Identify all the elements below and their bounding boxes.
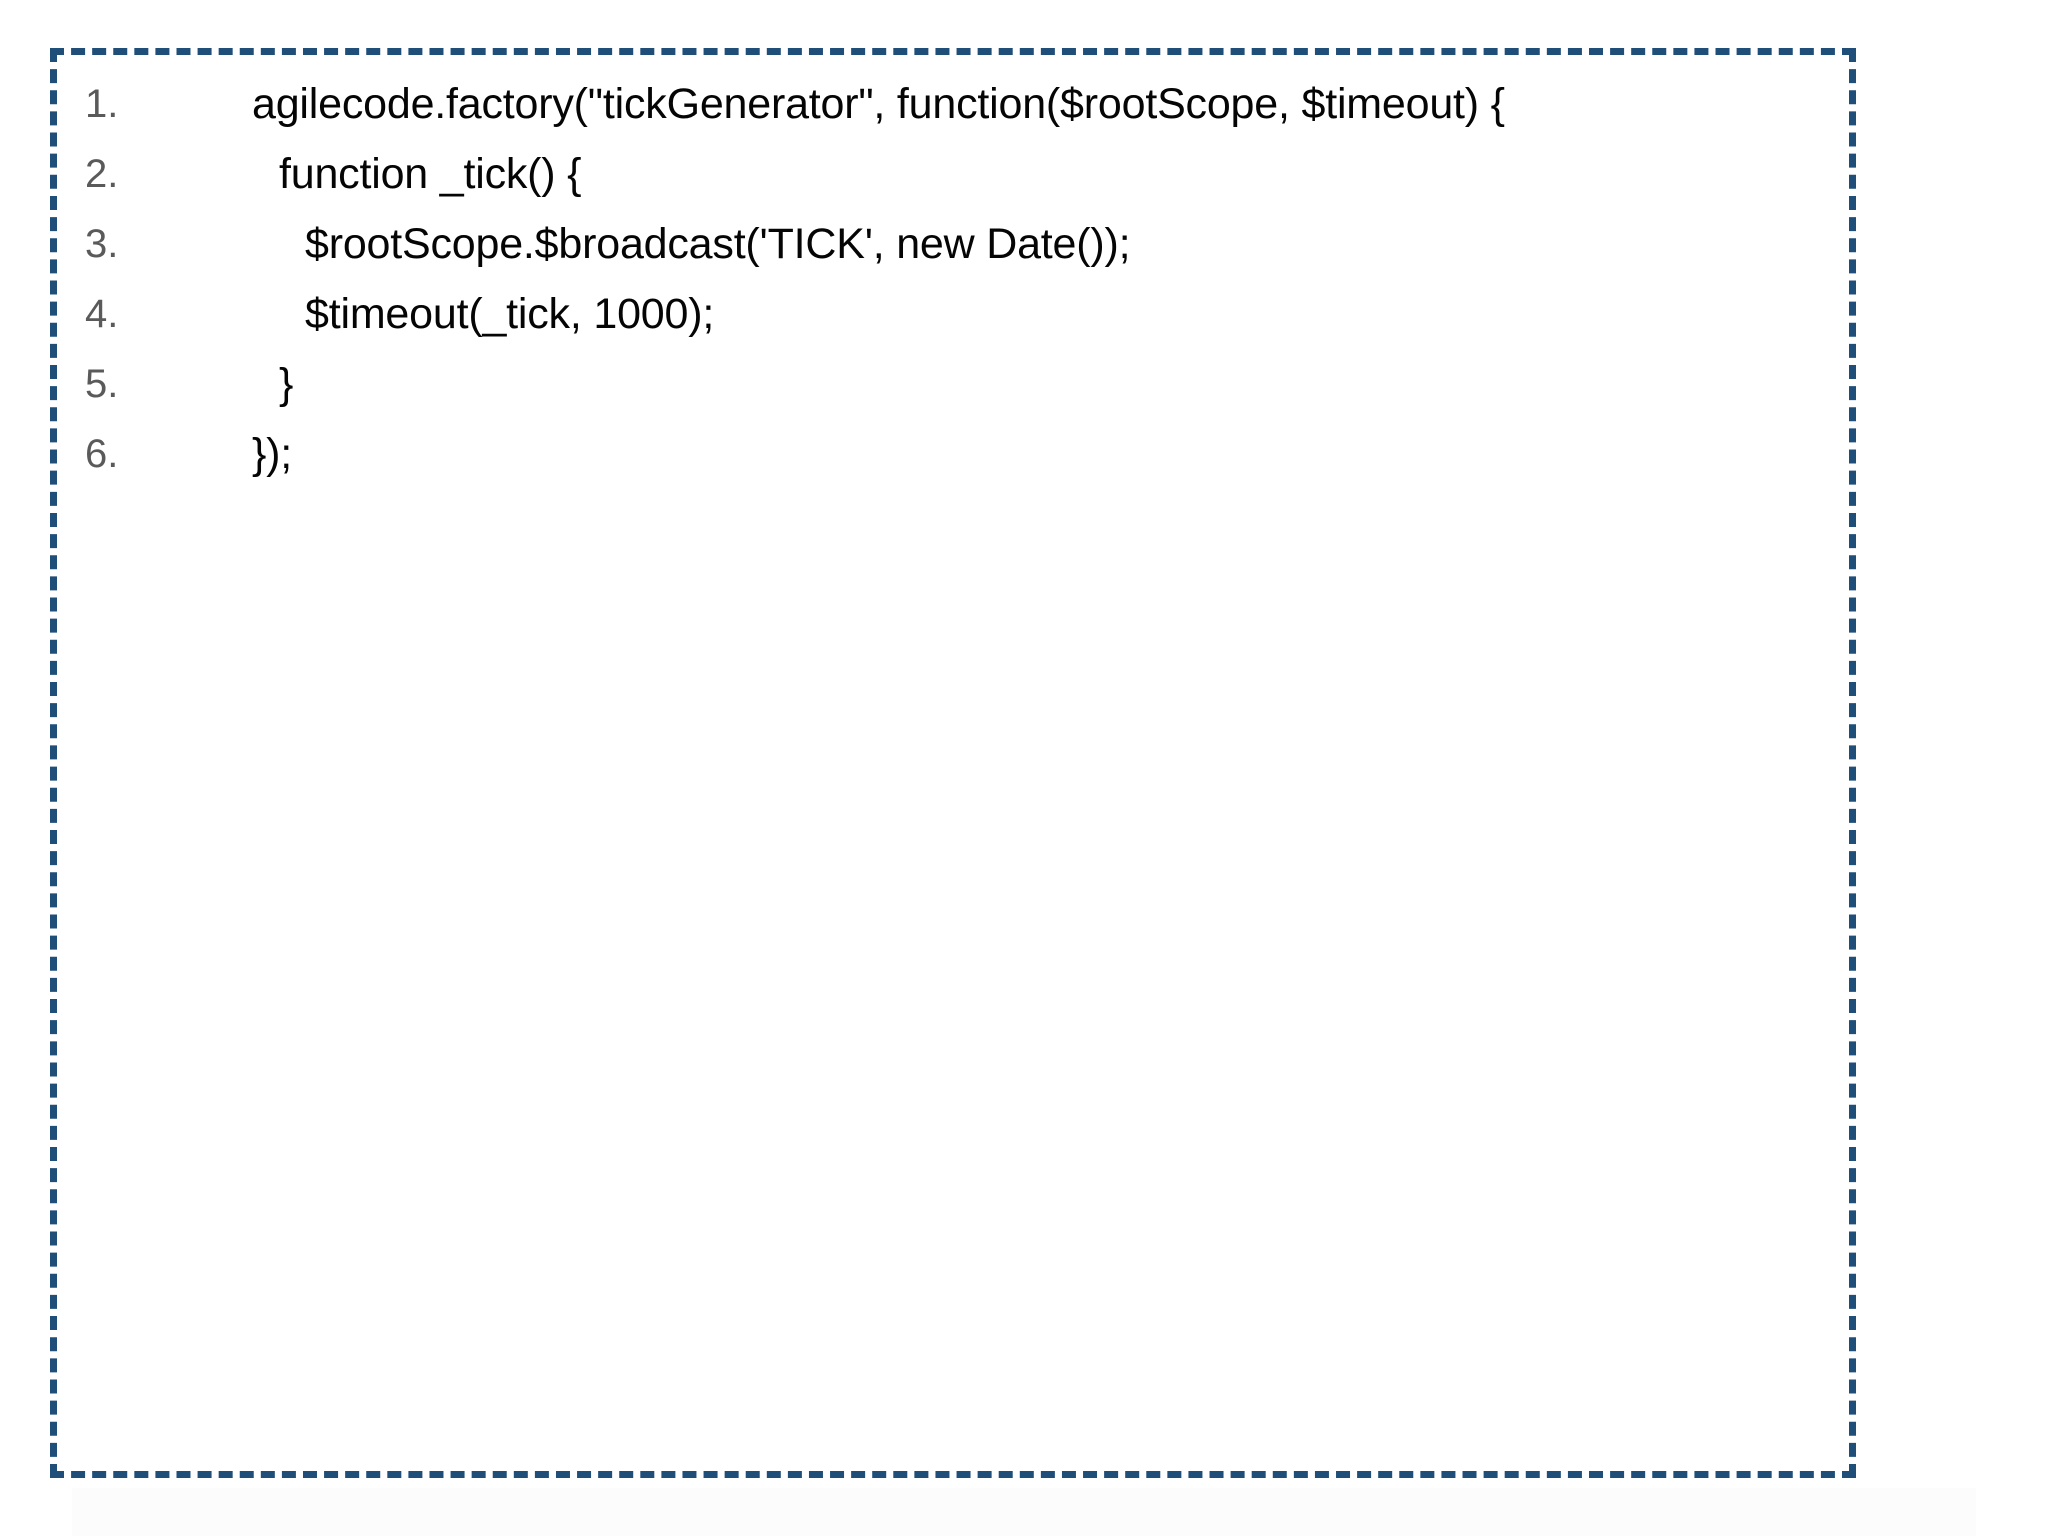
line-number: 1.	[85, 82, 119, 126]
code-text: $rootScope.$broadcast('TICK', new Date()…	[305, 220, 1131, 268]
code-line: 1. agilecode.factory("tickGenerator", fu…	[57, 69, 1849, 139]
line-number: 3.	[85, 222, 119, 266]
code-text: agilecode.factory("tickGenerator", funct…	[252, 80, 1505, 128]
bottom-band	[72, 1488, 1976, 1536]
code-line: 5. }	[57, 349, 1849, 419]
code-text: });	[252, 430, 293, 478]
line-number: 4.	[85, 292, 119, 336]
line-number: 2.	[85, 152, 119, 196]
code-block-frame: 1. agilecode.factory("tickGenerator", fu…	[50, 48, 1856, 1478]
code-text: function _tick() {	[279, 150, 582, 198]
code-line: 6. });	[57, 419, 1849, 489]
code-line: 3. $rootScope.$broadcast('TICK', new Dat…	[57, 209, 1849, 279]
line-number: 6.	[85, 432, 119, 476]
code-line: 2. function _tick() {	[57, 139, 1849, 209]
code-line: 4. $timeout(_tick, 1000);	[57, 279, 1849, 349]
code-text: $timeout(_tick, 1000);	[305, 290, 715, 338]
code-listing: 1. agilecode.factory("tickGenerator", fu…	[57, 69, 1849, 489]
line-number: 5.	[85, 362, 119, 406]
code-text: }	[279, 360, 294, 408]
